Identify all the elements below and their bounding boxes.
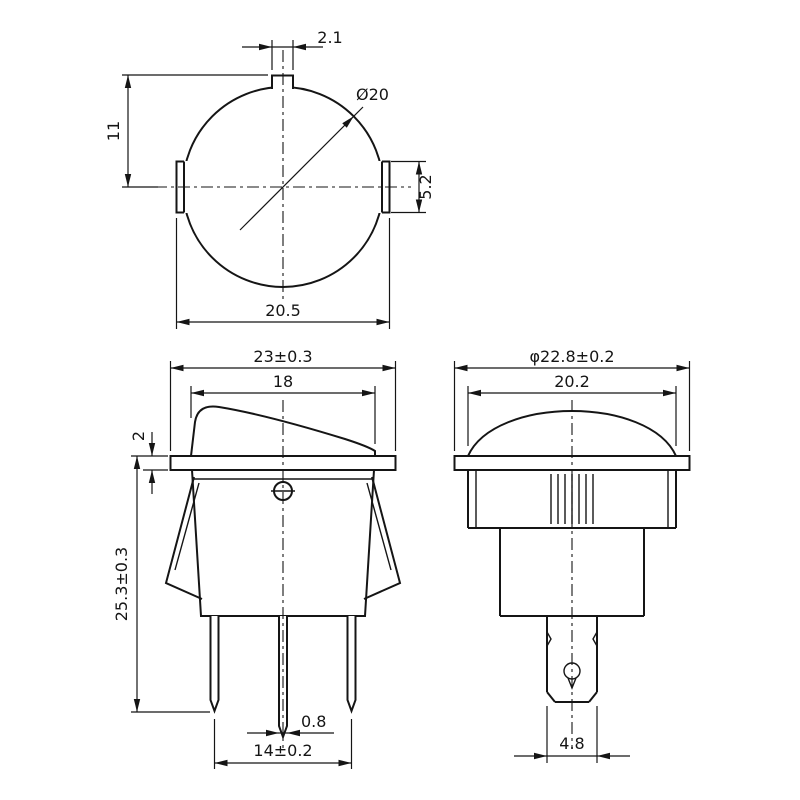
dimension-center-to-tab — [122, 74, 268, 188]
dim-label-tab-width: 2.1 — [317, 28, 342, 47]
dimension-overall-width — [175, 218, 391, 329]
dim-label-rocker-width: 18 — [273, 372, 293, 391]
dimension-flange-width — [169, 361, 397, 451]
dim-label-pin-thickness: 0.8 — [301, 712, 326, 731]
dimension-body-width — [467, 386, 677, 446]
side-view: φ22.8±0.2 20.2 4.8 — [453, 347, 691, 763]
dimension-flange-diameter — [453, 361, 691, 451]
dim-label-center-to-tab: 11 — [104, 121, 123, 141]
right-snap-clip — [363, 476, 402, 600]
dimension-depth-below-flange — [131, 456, 210, 713]
dimension-rocker-width — [190, 386, 376, 444]
dim-label-pin-pitch: 14±0.2 — [253, 741, 312, 760]
pin-left — [209, 616, 220, 714]
dim-label-notch-height: 5.2 — [416, 174, 435, 199]
dim-label-depth-below-flange: 25.3±0.3 — [112, 547, 131, 621]
dim-label-diameter: Ø20 — [356, 85, 389, 104]
dimension-terminal-width — [514, 706, 630, 763]
pin-right — [346, 616, 357, 714]
front-view: 23±0.3 18 2 25.3±0.3 0.8 — [112, 347, 402, 769]
dimension-tab-width — [242, 40, 323, 70]
dimension-diameter — [239, 106, 364, 231]
side-body-upper — [467, 470, 677, 529]
dimension-pin-pitch — [213, 719, 353, 769]
dimension-notch-height — [391, 160, 426, 214]
dim-label-overall-width: 20.5 — [265, 301, 301, 320]
top-view: 2.1 11 5.2 20.5 Ø20 — [104, 28, 435, 329]
dim-label-body-width: 20.2 — [554, 372, 590, 391]
dim-label-terminal-width: 4.8 — [559, 734, 584, 753]
terminal-notch-right — [592, 631, 598, 647]
terminal-notch-left — [546, 631, 552, 647]
left-snap-clip — [164, 476, 203, 600]
dim-label-flange-diameter: φ22.8±0.2 — [529, 347, 614, 366]
dim-label-flange-width: 23±0.3 — [253, 347, 312, 366]
dim-label-flange-thickness: 2 — [129, 431, 148, 441]
